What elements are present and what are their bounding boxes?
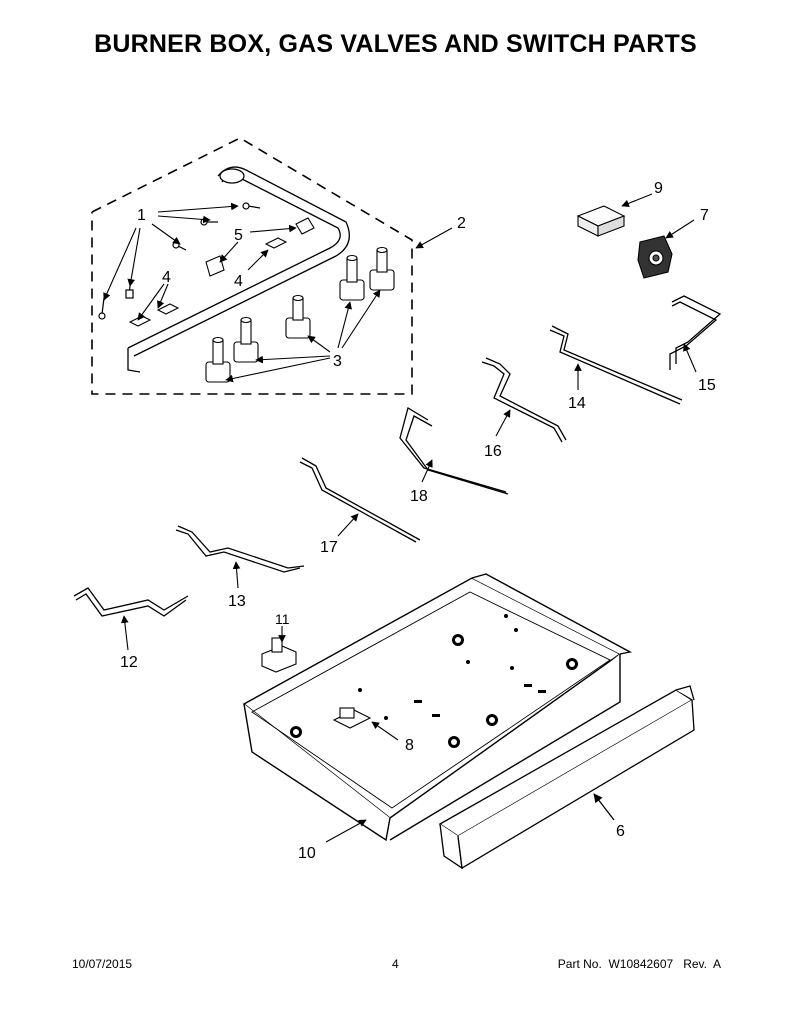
page-title: BURNER BOX, GAS VALVES AND SWITCH PARTS [94, 30, 697, 58]
ignitor-switch-part [637, 219, 695, 279]
burner-tube-12 [75, 593, 187, 617]
burner-tube-14 [549, 329, 681, 405]
callout-2: 2 [457, 215, 466, 232]
gas-valve-parts [205, 246, 395, 383]
mounting-bracket-part-11 [261, 626, 297, 673]
callout-12: 12 [120, 654, 138, 671]
burner-tubes [73, 295, 722, 617]
callout-5: 5 [234, 227, 243, 244]
burner-tube-16 [481, 361, 563, 443]
gas-valve [285, 294, 311, 339]
callout-15: 15 [698, 377, 716, 394]
gas-valve [339, 254, 365, 301]
bracket-parts [128, 217, 315, 327]
callout-18: 18 [410, 488, 428, 505]
callout-3: 3 [333, 353, 342, 370]
callout-1: 1 [137, 207, 146, 224]
gas-valve [369, 246, 395, 291]
callout-7: 7 [700, 207, 709, 224]
callout-4b: 4 [234, 273, 243, 290]
tube-leaders [120, 343, 697, 651]
burner-box-tray [242, 573, 633, 842]
callout-labels: 1 2 3 4 4 5 6 7 8 9 10 11 12 13 14 15 16… [120, 180, 716, 862]
callout-6: 6 [616, 823, 625, 840]
footer-page-number: 4 [392, 957, 399, 971]
callout-4a: 4 [162, 269, 171, 286]
burner-tube-17 [299, 461, 417, 543]
callout-8: 8 [405, 737, 414, 754]
burner-tube-13 [175, 529, 301, 573]
switch-block-part [576, 193, 653, 237]
gas-manifold [127, 166, 350, 373]
footer-date: 10/07/2015 [72, 957, 133, 971]
screw-parts [98, 202, 261, 320]
callout-10: 10 [298, 845, 316, 862]
switch-bracket-part-8 [332, 707, 399, 741]
callout-13: 13 [228, 593, 246, 610]
callout-14: 14 [568, 395, 586, 412]
callout-17: 17 [320, 539, 338, 556]
leader-lines [103, 202, 453, 383]
callout-16: 16 [484, 443, 502, 460]
front-trim-part-6 [438, 685, 695, 870]
callout-9: 9 [654, 180, 663, 197]
burner-tube-15 [669, 301, 718, 370]
burner-tube-18 [405, 415, 509, 495]
footer-part-number: Part No. W10842607 Rev. A [557, 957, 721, 971]
tray-leader [325, 819, 367, 843]
burner-assembly-outline [91, 137, 413, 395]
gas-valve [205, 336, 231, 383]
callout-11: 11 [275, 611, 290, 627]
gas-valve [233, 316, 259, 363]
